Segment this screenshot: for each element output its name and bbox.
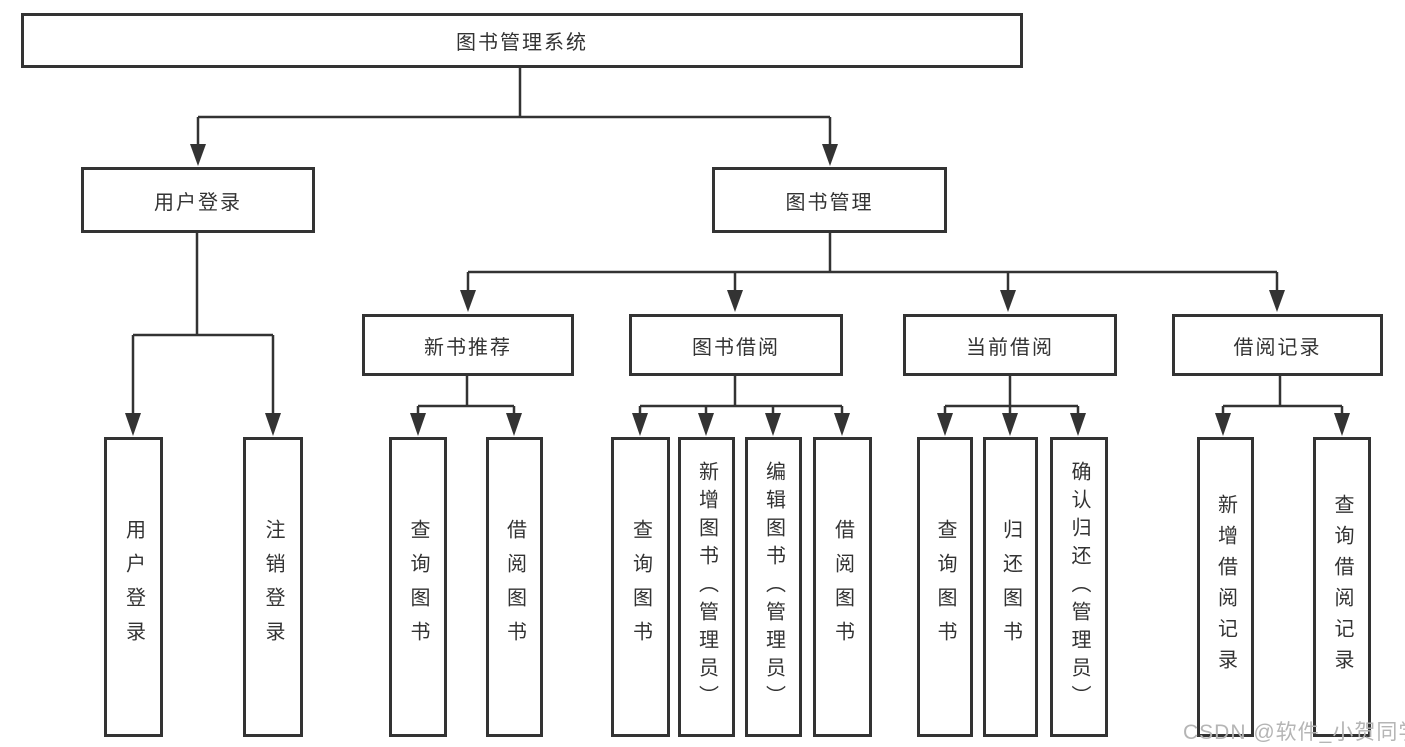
leaf-add-book-admin-label: 新增图书（管理员） [695, 461, 718, 713]
arrowhead [190, 144, 206, 166]
arrowhead [632, 413, 648, 436]
arrowhead [1070, 413, 1086, 436]
arrowhead [1002, 413, 1018, 436]
leaf-query-books-current-label: 查询图书 [934, 519, 956, 655]
node-book-borrow: 图书借阅 [629, 314, 843, 376]
arrowhead [410, 413, 426, 436]
arrowhead [698, 413, 714, 436]
leaf-add-book-admin: 新增图书（管理员） [678, 437, 735, 737]
leaf-borrow-books-recommend-label: 借阅图书 [503, 519, 526, 655]
node-user-login-label: 用户登录 [154, 191, 242, 214]
leaf-edit-book-admin: 编辑图书（管理员） [745, 437, 802, 737]
leaf-query-books-recommend: 查询图书 [389, 437, 447, 737]
leaf-return-book-label: 归还图书 [999, 519, 1022, 655]
node-user-login: 用户登录 [81, 167, 315, 233]
leaf-logout: 注销登录 [243, 437, 303, 737]
leaf-query-books-current: 查询图书 [917, 437, 973, 737]
node-current-borrow: 当前借阅 [903, 314, 1117, 376]
leaf-query-books-borrow-label: 查询图书 [629, 519, 652, 655]
arrowhead [1269, 290, 1285, 312]
node-borrow-records-label: 借阅记录 [1233, 336, 1322, 359]
arrowhead [937, 413, 953, 436]
node-current-borrow-label: 当前借阅 [966, 336, 1054, 359]
arrowhead [765, 413, 781, 436]
node-book-management-label: 图书管理 [785, 191, 874, 214]
node-book-borrow-label: 图书借阅 [692, 336, 780, 359]
leaf-borrow-books-label: 借阅图书 [831, 519, 854, 655]
leaf-borrow-books: 借阅图书 [813, 437, 872, 737]
arrowhead [822, 144, 838, 166]
arrowhead [727, 290, 743, 312]
leaf-query-borrow-record: 查询借阅记录 [1313, 437, 1371, 737]
node-root: 图书管理系统 [21, 13, 1023, 68]
arrowhead [265, 413, 281, 436]
arrowhead [1000, 290, 1016, 312]
leaf-borrow-books-recommend: 借阅图书 [486, 437, 543, 737]
node-borrow-records: 借阅记录 [1172, 314, 1383, 376]
node-book-management: 图书管理 [712, 167, 947, 233]
arrowhead [125, 413, 141, 436]
leaf-add-borrow-record-label: 新增借阅记录 [1214, 494, 1237, 680]
node-new-book-recommend: 新书推荐 [362, 314, 574, 376]
arrowhead [1215, 413, 1231, 436]
arrowhead [506, 413, 522, 436]
leaf-confirm-return-admin-label: 确认归还（管理员） [1068, 461, 1090, 713]
arrowhead [834, 413, 850, 436]
leaf-confirm-return-admin: 确认归还（管理员） [1050, 437, 1108, 737]
leaf-user-login: 用户登录 [104, 437, 163, 737]
arrowhead [1334, 413, 1350, 436]
leaf-user-login-label: 用户登录 [122, 519, 145, 655]
leaf-logout-label: 注销登录 [262, 519, 284, 655]
watermark: CSDN @软件_小贺同学 [1183, 721, 1405, 744]
arrowhead [460, 290, 476, 312]
leaf-query-borrow-record-label: 查询借阅记录 [1331, 494, 1353, 680]
leaf-add-borrow-record: 新增借阅记录 [1197, 437, 1254, 737]
leaf-return-book: 归还图书 [983, 437, 1038, 737]
node-root-label: 图书管理系统 [456, 32, 588, 54]
leaf-query-books-recommend-label: 查询图书 [407, 519, 429, 655]
node-new-book-recommend-label: 新书推荐 [424, 336, 512, 359]
leaf-edit-book-admin-label: 编辑图书（管理员） [762, 461, 785, 713]
leaf-query-books-borrow: 查询图书 [611, 437, 670, 737]
